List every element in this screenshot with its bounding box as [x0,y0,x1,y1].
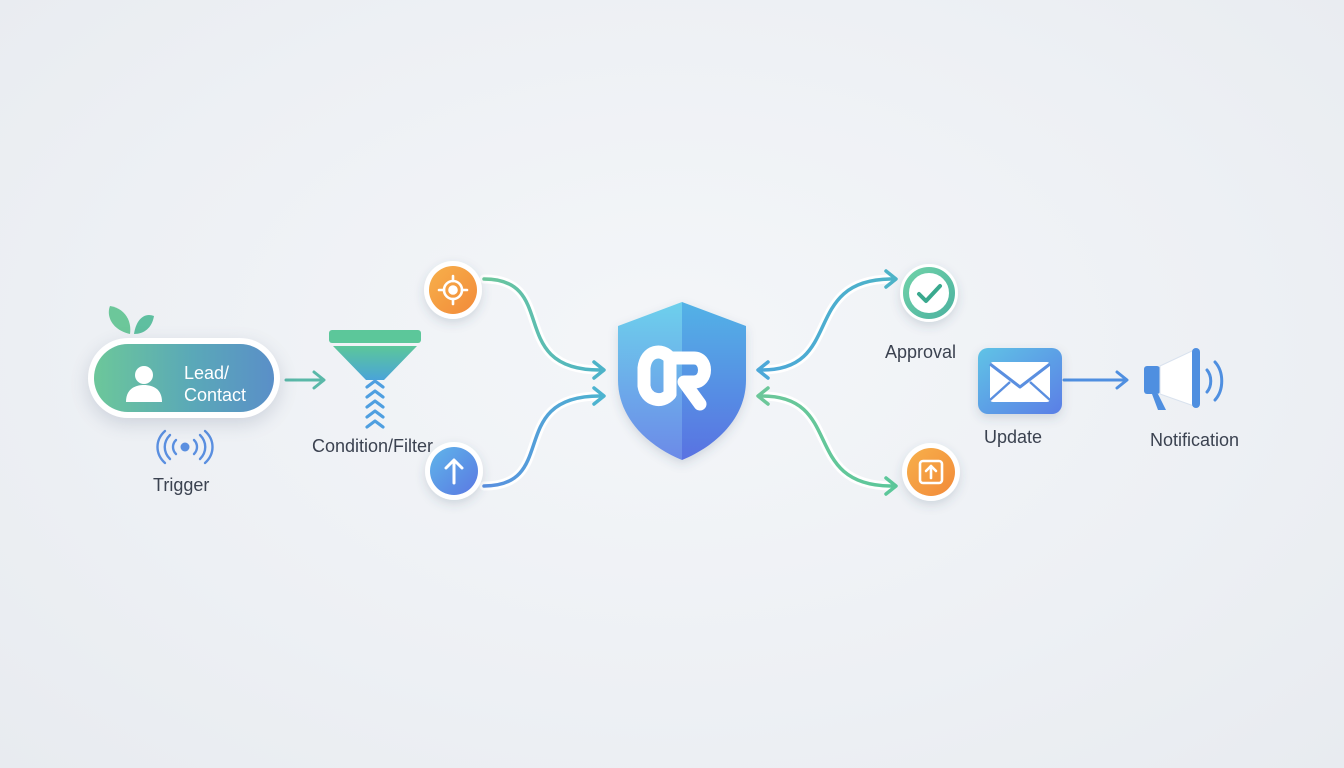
funnel-icon [329,330,421,429]
update-label: Update [984,427,1043,447]
wireless-signal-icon [156,429,214,465]
trigger-title: Lead/ Contact [184,362,246,406]
upload-icon [918,459,944,485]
trigger-title-line2: Contact [184,385,247,405]
leaf-icon [108,306,154,334]
connector-hub-to-upload [756,386,898,496]
arrow-up-icon [444,458,464,485]
filter-label: Condition/Filter [312,436,434,456]
connector-hub-to-approval [756,269,898,380]
connector-trigger-to-filter [284,370,326,390]
envelope-icon[interactable] [978,348,1062,414]
approval-node[interactable] [900,264,958,322]
target-icon [437,274,469,306]
user-icon [126,366,162,402]
connector-arrow-to-hub [479,386,606,491]
approval-label: Approval [885,342,957,362]
trigger-label: Trigger [153,475,210,495]
connector-target-to-hub [479,274,606,380]
trigger-node-fill: Lead/ Contact [94,344,274,412]
notification-label: Notification [1150,430,1240,450]
trigger-node[interactable]: Lead/ Contact [88,338,280,418]
check-icon [917,284,942,303]
cr-logo [637,345,711,411]
megaphone-icon[interactable] [1144,348,1224,410]
connector-update-to-notification [1062,370,1129,390]
trigger-title-line1: Lead/ [184,363,230,383]
